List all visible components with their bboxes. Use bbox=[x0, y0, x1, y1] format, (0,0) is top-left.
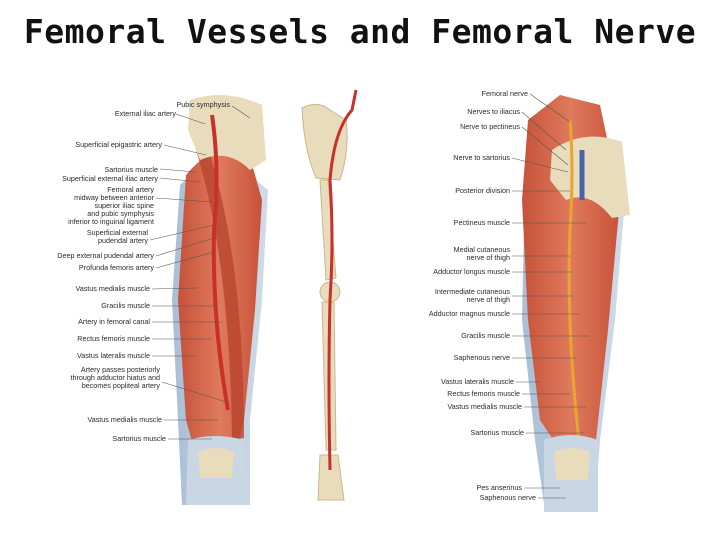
left-knee-bone bbox=[198, 448, 234, 478]
label-vastus-lateralis-muscle: Vastus lateralis muscle bbox=[77, 351, 150, 360]
label-deep-external-pudendal-artery: Deep external pudendal artery bbox=[57, 251, 154, 260]
label-rectus-femoris-muscle-right: Rectus femoris muscle bbox=[447, 389, 520, 398]
center-skeleton-illustration bbox=[301, 89, 358, 501]
label-vastus-medialis-muscle-lower: Vastus medialis muscle bbox=[87, 415, 162, 424]
skeleton-pelvis bbox=[301, 104, 348, 181]
right-leader-lines bbox=[511, 93, 590, 499]
label-femoral-artery: Femoral artery midway between anterior s… bbox=[68, 185, 154, 226]
label-saphenous-nerve-lower: Saphenous nerve bbox=[479, 493, 536, 502]
left-thigh-illustration bbox=[172, 95, 268, 505]
label-pubic-symphysis: Pubic symphysis bbox=[176, 100, 230, 109]
label-vastus-medialis-muscle-right: Vastus medialis muscle bbox=[447, 402, 522, 411]
label-intermediate-cutaneous-nerve: Intermediate cutaneous nerve of thigh bbox=[434, 287, 510, 304]
label-sartorius-muscle-upper: Sartorius muscle bbox=[104, 165, 158, 174]
skeleton-femur bbox=[319, 179, 337, 281]
left-leader-lines bbox=[149, 105, 251, 440]
label-saphenous-nerve-upper: Saphenous nerve bbox=[453, 353, 510, 362]
right-femoral-nerve bbox=[567, 119, 582, 451]
right-thigh-illustration bbox=[522, 95, 630, 512]
left-sartorius bbox=[196, 148, 244, 440]
label-vastus-medialis-muscle-upper: Vastus medialis muscle bbox=[75, 284, 150, 293]
label-superficial-epigastric-artery: Superficial epigastric artery bbox=[75, 140, 162, 149]
skeleton-foot bbox=[317, 454, 345, 501]
right-knee-bone bbox=[554, 448, 590, 480]
label-superficial-external-iliac-artery: Superficial external iliac artery bbox=[62, 174, 158, 183]
page-title: Femoral Vessels and Femoral Nerve bbox=[23, 12, 697, 51]
label-external-iliac-artery: External iliac artery bbox=[114, 109, 176, 118]
label-pes-anserinus: Pes anserinus bbox=[476, 483, 522, 492]
label-posterior-division: Posterior division bbox=[455, 186, 510, 195]
label-profunda-femoris-artery: Profunda femoris artery bbox=[78, 263, 154, 272]
left-pelvis-bone bbox=[188, 95, 266, 170]
right-pelvis-bone bbox=[550, 136, 630, 218]
label-sartorius-muscle-lower: Sartorius muscle bbox=[112, 434, 166, 443]
label-nerve-to-sartorius: Nerve to sartorius bbox=[453, 153, 510, 162]
label-sartorius-muscle-right: Sartorius muscle bbox=[470, 428, 524, 437]
label-adductor-magnus-muscle: Adductor magnus muscle bbox=[428, 309, 510, 318]
skeleton-aorta bbox=[327, 89, 358, 471]
label-artery-in-femoral-canal: Artery in femoral canal bbox=[78, 317, 150, 326]
label-superficial-external-pudendal-artery: Superficial external pudendal artery bbox=[86, 228, 148, 245]
label-femoral-nerve: Femoral nerve bbox=[481, 89, 528, 98]
label-gracilis-muscle: Gracilis muscle bbox=[101, 301, 150, 310]
label-nerve-to-pectineus: Nerve to pectineus bbox=[460, 122, 520, 131]
label-vastus-lateralis-muscle-right: Vastus lateralis muscle bbox=[441, 377, 514, 386]
label-adductor-hiatus-artery: Artery passes posteriorly through adduct… bbox=[70, 365, 160, 390]
label-rectus-femoris-muscle: Rectus femoris muscle bbox=[77, 334, 150, 343]
label-adductor-longus-muscle: Adductor longus muscle bbox=[433, 267, 510, 276]
left-femoral-artery bbox=[210, 114, 230, 411]
label-pectineus-muscle: Pectineus muscle bbox=[453, 218, 510, 227]
label-gracilis-muscle-right: Gracilis muscle bbox=[461, 331, 510, 340]
label-medial-cutaneous-nerve: Medial cutaneous nerve of thigh bbox=[453, 245, 510, 262]
label-nerves-to-iliacus: Nerves to iliacus bbox=[467, 107, 520, 116]
